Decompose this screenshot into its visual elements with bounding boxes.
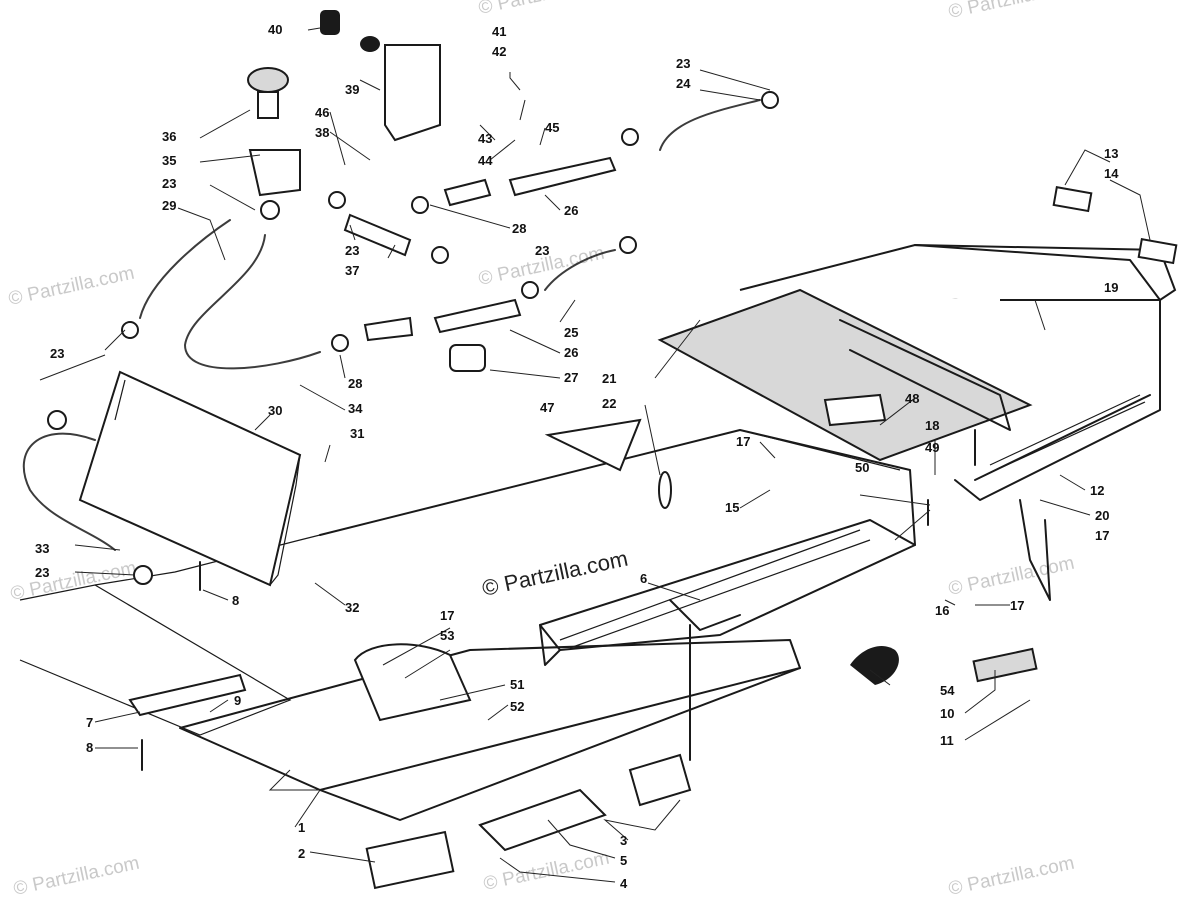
callout-42: 42 xyxy=(492,44,506,59)
leader-lines xyxy=(39,27,1151,883)
watermark: © Partzilla.com xyxy=(947,853,1077,900)
callout-28a: 28 xyxy=(512,221,526,236)
callout-23f: 23 xyxy=(35,565,49,580)
callout-23d: 23 xyxy=(535,243,549,258)
callout-17d: 17 xyxy=(440,608,454,623)
callout-28b: 28 xyxy=(348,376,362,391)
callout-15: 15 xyxy=(725,500,739,515)
callout-22: 22 xyxy=(602,396,616,411)
callout-36: 36 xyxy=(162,129,176,144)
callout-8: 8 xyxy=(232,593,239,608)
callout-19: 19 xyxy=(1104,280,1118,295)
callout-9: 9 xyxy=(234,693,241,708)
heat-exchanger xyxy=(78,370,302,587)
watermark: © Partzilla.com xyxy=(947,553,1077,600)
callout-11: 11 xyxy=(940,733,954,748)
callout-43: 43 xyxy=(478,131,492,146)
callout-25: 25 xyxy=(564,325,578,340)
callout-52: 52 xyxy=(510,699,524,714)
callout-4: 4 xyxy=(620,876,628,891)
watermark: © Partzilla.com xyxy=(477,0,607,19)
watermark: © Partzilla.com xyxy=(7,263,137,310)
callout-51: 51 xyxy=(510,677,524,692)
callout-13: 13 xyxy=(1104,146,1118,161)
callout-31: 31 xyxy=(350,426,364,441)
callout-18: 18 xyxy=(925,418,939,433)
callout-7: 7 xyxy=(86,715,93,730)
callout-26b: 26 xyxy=(564,345,578,360)
callout-23c: 23 xyxy=(345,243,359,258)
callout-17b: 17 xyxy=(1095,528,1109,543)
callout-23a: 23 xyxy=(676,56,690,71)
watermark: © Partzilla.com xyxy=(482,848,612,895)
callout-41: 41 xyxy=(492,24,506,39)
callout-49: 49 xyxy=(925,440,939,455)
callout-50: 50 xyxy=(855,460,869,475)
callout-48: 48 xyxy=(905,391,919,406)
callout-53: 53 xyxy=(440,628,454,643)
callout-8b: 8 xyxy=(86,740,93,755)
callout-14: 14 xyxy=(1104,166,1119,181)
watermark: © Partzilla.com xyxy=(947,0,1077,23)
callout-54: 54 xyxy=(940,683,955,698)
callout-labels: 1 2 3 4 5 6 7 8 8 9 10 11 12 13 14 15 16… xyxy=(35,22,1119,891)
callout-6: 6 xyxy=(640,571,647,586)
callout-30: 30 xyxy=(268,403,282,418)
hose-clamps xyxy=(47,91,779,585)
oil-tank xyxy=(320,10,441,142)
callout-3: 3 xyxy=(620,833,627,848)
watermark-center: © Partzilla.com xyxy=(480,546,630,601)
callout-34: 34 xyxy=(348,401,363,416)
callout-17c: 17 xyxy=(1010,598,1024,613)
callout-47: 47 xyxy=(540,400,554,415)
filler-cap-assembly xyxy=(247,67,301,197)
callout-26a: 26 xyxy=(564,203,578,218)
callout-17: 17 xyxy=(736,434,750,449)
callout-45: 45 xyxy=(545,120,559,135)
callout-20: 20 xyxy=(1095,508,1109,523)
callout-39: 39 xyxy=(345,82,359,97)
callout-35: 35 xyxy=(162,153,176,168)
small-hardware xyxy=(128,186,1178,890)
callout-5: 5 xyxy=(620,853,627,868)
main-frame-tunnel xyxy=(319,429,916,666)
callout-21: 21 xyxy=(602,371,616,386)
line-art xyxy=(19,10,1178,890)
callout-10: 10 xyxy=(940,706,954,721)
callout-46: 46 xyxy=(315,105,329,120)
callout-40: 40 xyxy=(268,22,282,37)
callout-32: 32 xyxy=(345,600,359,615)
callout-33: 33 xyxy=(35,541,49,556)
seat-base xyxy=(657,243,1177,601)
callout-16: 16 xyxy=(935,603,949,618)
coolant-hoses xyxy=(22,99,761,551)
callout-12: 12 xyxy=(1090,483,1104,498)
callout-1: 1 xyxy=(298,820,305,835)
callout-37: 37 xyxy=(345,263,359,278)
watermark: © Partzilla.com xyxy=(12,853,142,900)
callout-38: 38 xyxy=(315,125,329,140)
callout-2: 2 xyxy=(298,846,305,861)
callout-29: 29 xyxy=(162,198,176,213)
callout-23b: 23 xyxy=(162,176,176,191)
callout-24: 24 xyxy=(676,76,691,91)
callout-27: 27 xyxy=(564,370,578,385)
callout-44: 44 xyxy=(478,153,493,168)
callout-23e: 23 xyxy=(50,346,64,361)
